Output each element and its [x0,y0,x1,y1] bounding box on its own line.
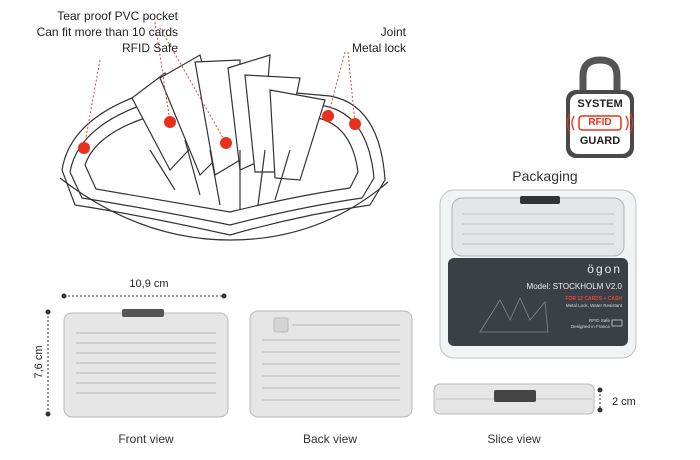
dimension-height-label: 7,6 cm [33,345,45,379]
dot-joint [322,110,334,122]
caption-back-view: Back view [302,432,358,446]
callout-dots [78,110,361,154]
dimension-thickness-label: 2 cm [612,396,636,408]
badge-rfid-text: RFID [588,117,612,128]
caption-front-view: Front view [118,432,174,446]
dimension-endpoints [45,293,603,417]
rfid-padlock-badge [566,56,634,158]
callout-leader-lines [83,21,356,149]
slice-view-wallet [433,383,595,415]
callout-metal-lock: Metal lock [351,41,406,55]
packaging-model: Model: STOCKHOLM V2.0 [526,282,622,291]
callout-rfid-safe: RFID Safe [121,41,178,55]
dimension-lines [47,295,601,414]
badge-top-text: SYSTEM [577,98,623,110]
dot-metal-lock [349,118,361,130]
dimension-width-label: 10,9 cm [129,278,169,290]
front-view-wallet [63,309,229,418]
dot-pvc-pocket [78,142,90,154]
caption-slice-view: Slice view [487,432,541,446]
packaging-label: Packaging [512,168,578,184]
fanned-wallet-drawing [59,54,389,241]
packaging-box [439,189,637,359]
badge-bottom-text: GUARD [579,135,621,147]
dot-card-capacity [164,116,176,128]
callout-pvc-pocket: Tear proof PVC pocket [57,9,178,23]
dot-rfid [220,137,232,149]
packaging-origin: Designed in France [570,324,610,329]
packaging-rfid-note: RFID Safe [588,318,610,323]
packaging-brand: ögon [587,262,622,276]
callout-left: Tear proof PVC pocket Can fit more than … [26,8,178,56]
callout-right: Joint Metal lock [326,24,406,56]
callout-card-capacity: Can fit more than 10 cards [36,25,178,39]
callout-joint: Joint [380,25,406,39]
back-view-wallet [249,310,413,418]
packaging-features: Metal Lock, Water Resistant [565,303,622,308]
packaging-capacity: FOR 12 CARDS + CASH [565,296,622,302]
